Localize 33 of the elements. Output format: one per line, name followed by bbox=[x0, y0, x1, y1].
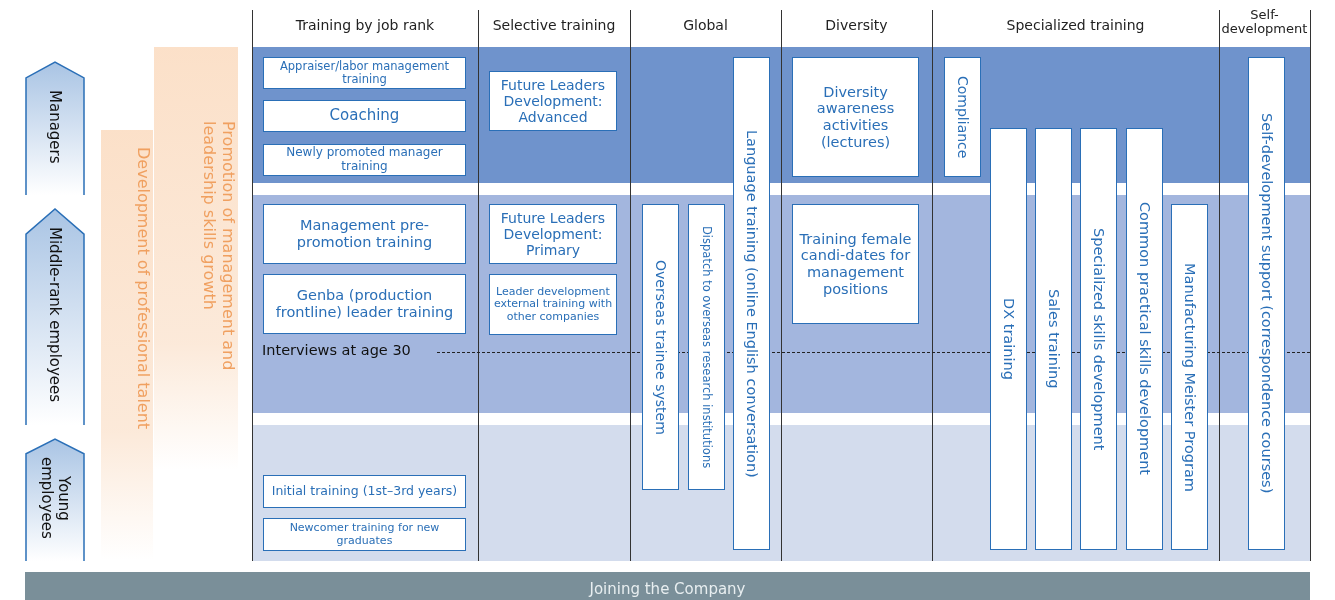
training-box: Coaching bbox=[263, 100, 466, 132]
column-header: Global bbox=[682, 18, 729, 35]
rank-banner: Young employees bbox=[25, 427, 85, 561]
training-box: DX training bbox=[990, 128, 1027, 550]
column-header: Selective training bbox=[491, 18, 617, 35]
rank-banner: Middle-rank employees bbox=[25, 197, 85, 425]
training-box: Newcomer training for new graduates bbox=[263, 518, 466, 551]
training-box: Self-development support (correspondence courses) bbox=[1248, 57, 1285, 550]
column-header: Diversity bbox=[824, 18, 889, 35]
baseline-bar: Joining the Company bbox=[25, 572, 1310, 600]
training-box: Overseas trainee system bbox=[642, 204, 679, 490]
training-box: Dispatch to overseas research institutions bbox=[688, 204, 725, 490]
training-box: Leader development external training with other companies bbox=[489, 274, 617, 335]
training-box: Newly promoted manager training bbox=[263, 144, 466, 176]
training-box: Sales training bbox=[1035, 128, 1072, 550]
training-box: Training female candi-dates for management positions bbox=[792, 204, 919, 324]
training-box: Language training (online English conversation) bbox=[733, 57, 770, 550]
column-header: Training by job rank bbox=[294, 18, 436, 35]
training-box: Appraiser/labor management training bbox=[263, 57, 466, 89]
training-box: Compliance bbox=[944, 57, 981, 177]
training-box: Future Leaders Development: Advanced bbox=[489, 71, 617, 131]
training-box: Initial training (1st–3rd years) bbox=[263, 475, 466, 508]
rank-banner: Managers bbox=[25, 50, 85, 195]
column-header: Specialized training bbox=[1005, 18, 1146, 35]
training-box: Future Leaders Development: Primary bbox=[489, 204, 617, 264]
training-box: Genba (production frontline) leader training bbox=[263, 274, 466, 334]
training-box: Manufacturing Meister Program bbox=[1171, 204, 1208, 550]
training-box: Specialized skills development bbox=[1080, 128, 1117, 550]
column-header: Self-development bbox=[1220, 8, 1309, 39]
training-box: Common practical skills development bbox=[1126, 128, 1163, 550]
training-box: Management pre-promotion training bbox=[263, 204, 466, 264]
note-text: Interviews at age 30 bbox=[262, 343, 412, 360]
training-box: Diversity awareness activities (lectures) bbox=[792, 57, 919, 177]
